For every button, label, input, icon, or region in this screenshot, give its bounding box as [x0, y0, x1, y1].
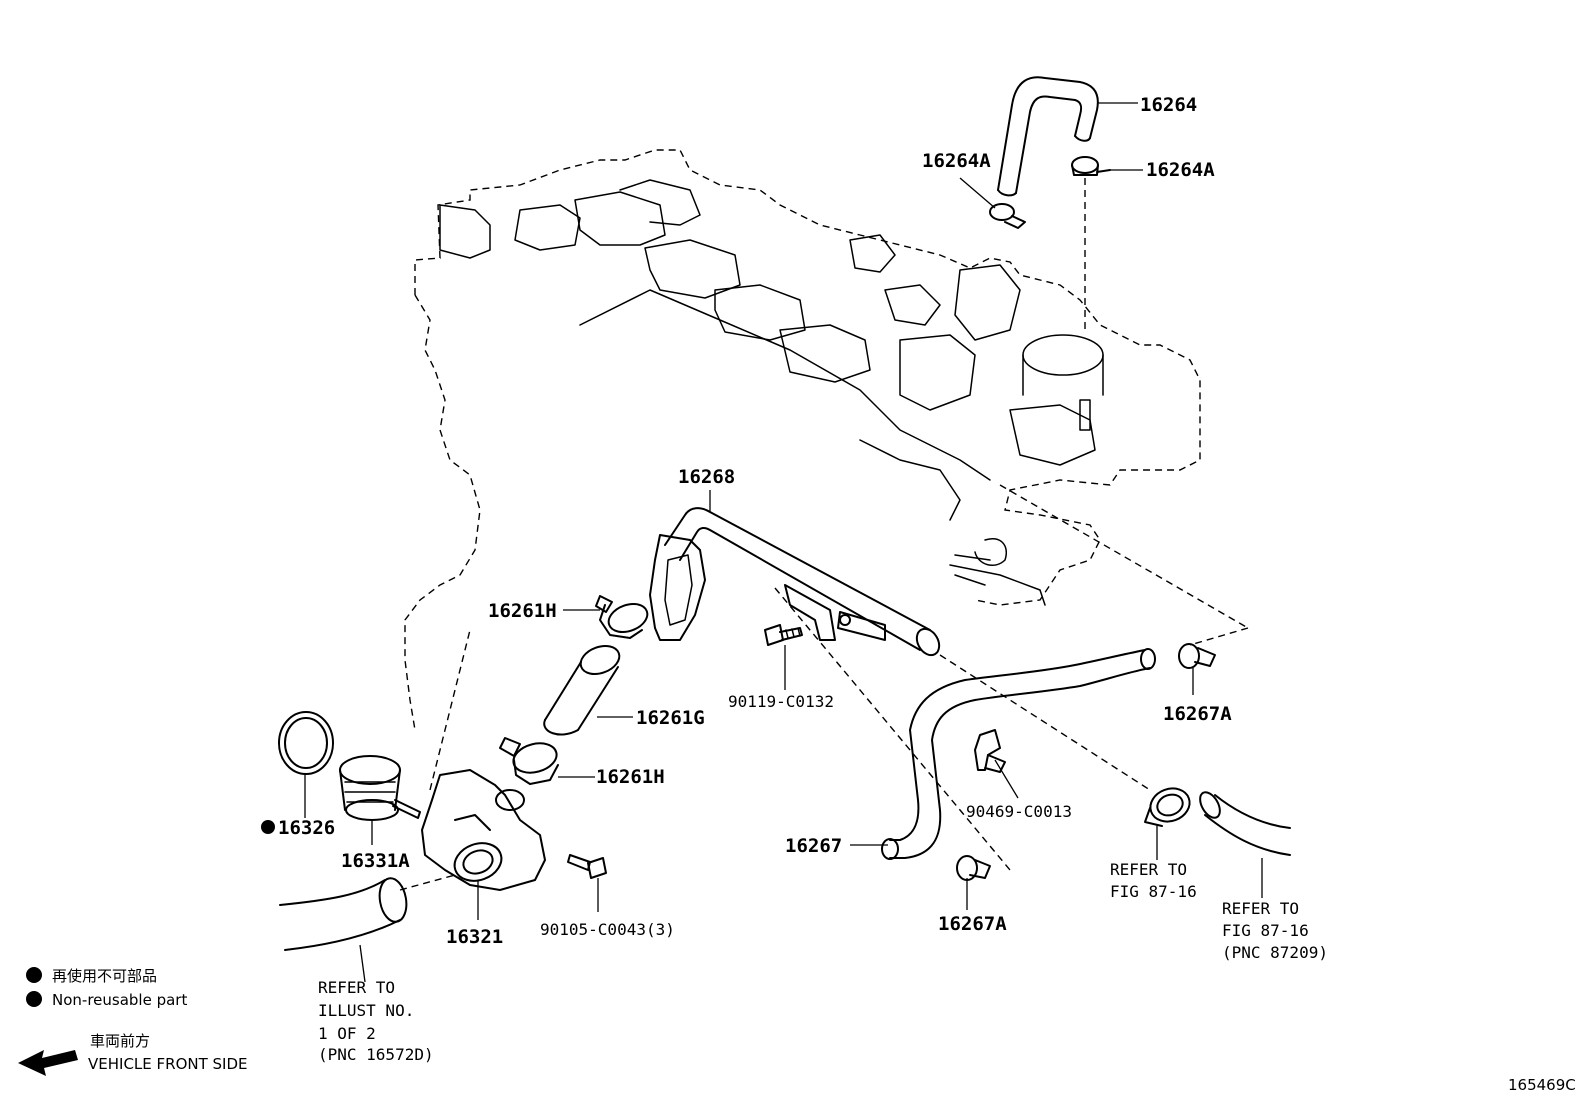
clamp-16264A-right [1071, 156, 1111, 176]
heater-hose-right [1199, 791, 1291, 856]
label-16267A-bottom: 16267A [938, 913, 1007, 935]
label-90119: 90119-C0132 [728, 692, 834, 711]
clamp-16264A-left [989, 203, 1026, 229]
label-16261H-top: 16261H [488, 600, 557, 622]
clamp-16267A-right [1178, 643, 1216, 669]
legend-bullet-en [26, 991, 42, 1007]
pipe-16268 [649, 507, 1151, 871]
clamp-refer-87-16 [1144, 787, 1191, 827]
label-90469: 90469-C0013 [966, 802, 1072, 821]
gasket-16326 [278, 711, 334, 775]
radiator-hose-left [279, 877, 408, 951]
clip-90469 [974, 729, 1006, 773]
bolt-90119 [764, 624, 803, 646]
label-16261G: 16261G [636, 707, 705, 729]
hose-16264-port [1079, 399, 1091, 431]
clamp-16261H-bottom [499, 737, 559, 785]
legend-nonreusable-jp: 再使用不可部品 [52, 967, 157, 985]
refer-b-line-2: FIG 87-16 [1222, 921, 1309, 940]
refer-b-line-3: (PNC 87209) [1222, 943, 1328, 962]
refer-a-line-2: FIG 87-16 [1110, 882, 1197, 901]
label-16331A: 16331A [341, 850, 410, 872]
refer-c-line-4: (PNC 16572D) [318, 1045, 434, 1064]
refer-note-fig-87-16-a[interactable]: REFER TO FIG 87-16 [1110, 860, 1197, 901]
clamp-16267A-bottom [956, 855, 991, 881]
legend: 再使用不可部品 Non-reusable part 車両前方 VEHICLE F… [18, 967, 248, 1076]
hose-16261G [543, 644, 621, 736]
legend-front-en: VEHICLE FRONT SIDE [88, 1055, 248, 1073]
refer-note-fig-87-16-b[interactable]: REFER TO FIG 87-16 (PNC 87209) [1222, 899, 1328, 962]
refer-c-line-1: REFER TO [318, 978, 395, 997]
bolt-90105 [567, 854, 607, 879]
legend-bullet-jp [26, 967, 42, 983]
figure-code: 165469C [1508, 1076, 1576, 1094]
label-90105: 90105-C0043(3) [540, 920, 675, 939]
label-16326: 16326 [278, 817, 335, 839]
leader-lines [304, 102, 1263, 983]
refer-note-illust-16572D[interactable]: REFER TO ILLUST NO. 1 OF 2 (PNC 16572D) [318, 978, 434, 1064]
engine-block-outline [404, 149, 1249, 731]
refer-c-line-2: ILLUST NO. [318, 1001, 414, 1020]
hose-16264 [997, 76, 1099, 197]
hose-16267 [881, 648, 1156, 860]
legend-front-jp: 車両前方 [90, 1032, 150, 1050]
label-16264A-left: 16264A [922, 150, 991, 172]
label-16268: 16268 [678, 466, 735, 488]
refer-c-line-3: 1 OF 2 [318, 1024, 376, 1043]
label-16264: 16264 [1140, 94, 1197, 116]
water-inlet-16321 [399, 629, 546, 891]
legend-nonreusable-en: Non-reusable part [52, 991, 187, 1009]
refer-a-line-1: REFER TO [1110, 860, 1187, 879]
label-16267: 16267 [785, 835, 842, 857]
label-16264A-right: 16264A [1146, 159, 1215, 181]
front-arrow-icon [18, 1050, 78, 1076]
label-16321: 16321 [446, 926, 503, 948]
thermostat-16331A [339, 755, 421, 821]
label-16261H-bottom: 16261H [596, 766, 665, 788]
refer-b-line-1: REFER TO [1222, 899, 1299, 918]
label-16267A-right: 16267A [1163, 703, 1232, 725]
clamp-16261H-top [595, 595, 649, 639]
nonreusable-marker-16326 [261, 820, 275, 834]
